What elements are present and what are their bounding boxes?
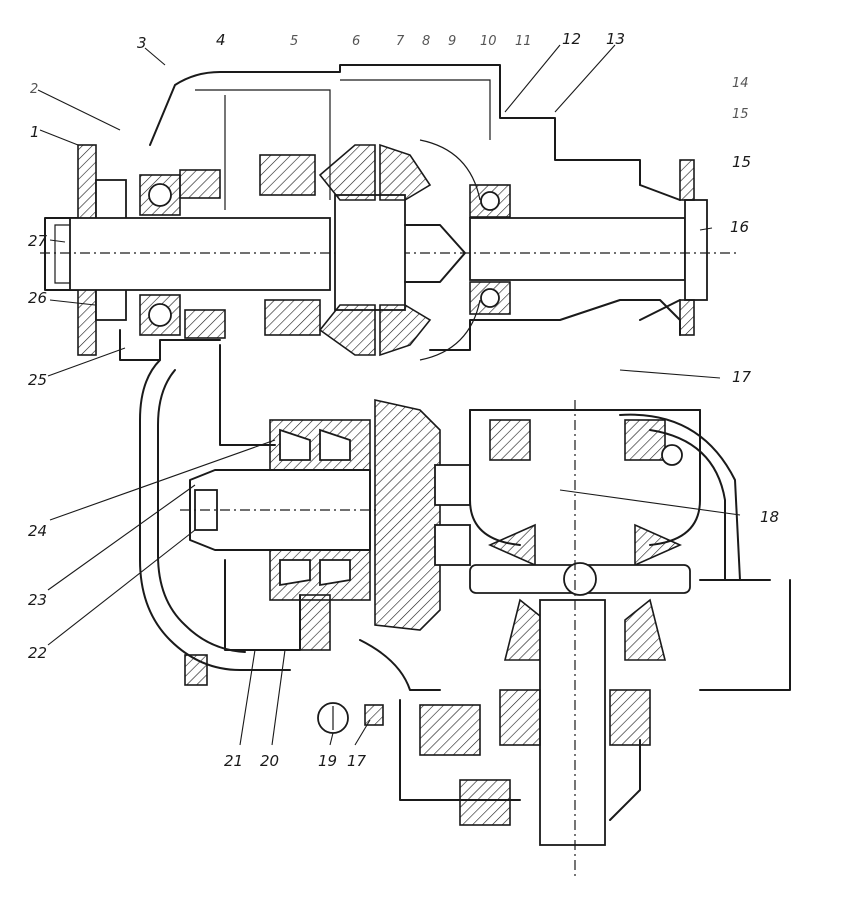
callout-14: 14	[732, 76, 749, 91]
main-differential	[469, 409, 791, 691]
callout-19: 19	[318, 752, 337, 770]
upper-bearings	[139, 154, 511, 339]
pressure-gauge	[317, 702, 384, 734]
callout-24: 24	[28, 522, 47, 540]
callout-4: 4	[216, 31, 226, 49]
callout-18: 18	[760, 508, 779, 526]
interaxle-differential	[318, 139, 481, 361]
upper-through-shaft	[40, 199, 740, 301]
callout-16: 16	[730, 218, 749, 236]
callout-1: 1	[30, 123, 40, 141]
callout-5: 5	[290, 34, 298, 49]
callout-21: 21	[224, 752, 243, 770]
callout-labels: 1 2 3 4 5 6 7 8 9 10 11 12 13 14 15 15 1…	[28, 30, 779, 770]
callout-15: 15	[732, 153, 751, 171]
callout-22: 22	[28, 644, 47, 662]
drive-pinion-shaft	[180, 419, 380, 651]
callout-13: 13	[606, 30, 625, 48]
lower-housing	[139, 344, 441, 691]
callout-25: 25	[28, 371, 47, 389]
callout-20: 20	[260, 752, 279, 770]
callout-11: 11	[515, 34, 532, 49]
callout-17-right: 17	[732, 368, 752, 386]
callout-7: 7	[396, 34, 405, 49]
callout-26: 26	[28, 289, 47, 307]
callout-6: 6	[352, 34, 360, 49]
callout-8: 8	[422, 34, 430, 49]
callout-2: 2	[30, 82, 38, 97]
callout-23: 23	[28, 591, 47, 609]
callout-10: 10	[480, 34, 497, 49]
leader-lines	[37, 44, 741, 746]
callout-17-bottom: 17	[347, 752, 367, 770]
callout-9: 9	[448, 34, 456, 49]
output-shaft	[399, 400, 651, 880]
right-flange	[639, 159, 695, 336]
callout-3: 3	[137, 34, 147, 52]
callout-27: 27	[28, 232, 48, 250]
ring-gear	[374, 399, 471, 631]
callout-15-upper: 15	[732, 107, 749, 122]
callout-12: 12	[562, 30, 581, 48]
